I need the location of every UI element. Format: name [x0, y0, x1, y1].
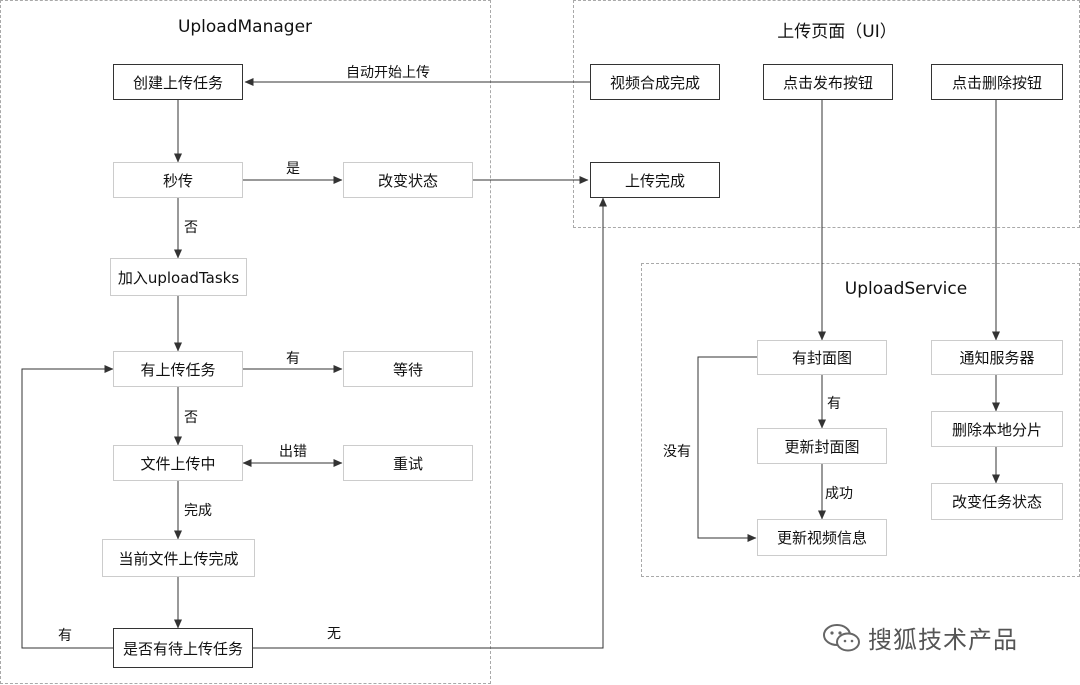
upload-service-title: UploadService [844, 279, 968, 299]
label-has-3: 有 [827, 396, 841, 412]
upload-manager-region [0, 0, 491, 684]
label-done: 完成 [184, 503, 212, 519]
node-click-delete: 点击删除按钮 [931, 64, 1063, 100]
label-auto-start: 自动开始上传 [346, 65, 430, 81]
node-delete-local-chunks: 删除本地分片 [931, 411, 1063, 447]
node-add-tasks: 加入uploadTasks [110, 258, 247, 296]
node-upload-done: 上传完成 [590, 162, 720, 198]
node-instant-upload: 秒传 [113, 162, 243, 198]
node-create-task: 创建上传任务 [113, 64, 243, 100]
edge-nocover-to-info [697, 356, 757, 542]
node-wait: 等待 [343, 351, 473, 387]
watermark: 搜狐技术产品 [822, 620, 1018, 655]
wechat-icon [823, 623, 860, 651]
node-has-pending: 是否有待上传任务 [113, 628, 253, 668]
node-click-publish: 点击发布按钮 [763, 64, 893, 100]
label-no-1: 否 [184, 220, 198, 236]
node-file-done: 当前文件上传完成 [102, 539, 255, 577]
node-has-task: 有上传任务 [113, 351, 243, 387]
label-has-2: 有 [58, 628, 72, 644]
upload-manager-title: UploadManager [177, 17, 313, 37]
label-no-cover: 没有 [663, 444, 691, 460]
node-change-state: 改变状态 [343, 162, 473, 198]
node-video-composed: 视频合成完成 [590, 64, 720, 100]
node-has-cover: 有封面图 [757, 340, 887, 375]
node-retry: 重试 [343, 445, 473, 481]
edge-pending-to-done [243, 197, 607, 649]
label-no-2: 否 [184, 410, 198, 426]
node-update-cover: 更新封面图 [757, 428, 887, 464]
edge-pending-loop [21, 365, 114, 649]
node-notify-server: 通知服务器 [931, 340, 1063, 375]
label-none: 无 [327, 626, 341, 642]
label-error: 出错 [279, 444, 307, 460]
node-change-task-state: 改变任务状态 [931, 483, 1063, 520]
upload-page-title: 上传页面（UI） [777, 22, 897, 42]
watermark-text: 搜狐技术产品 [868, 626, 1018, 654]
node-file-uploading: 文件上传中 [113, 445, 243, 481]
label-yes: 是 [286, 161, 300, 177]
label-has-1: 有 [286, 351, 300, 367]
node-update-video-info: 更新视频信息 [757, 519, 887, 556]
label-success: 成功 [825, 486, 853, 502]
